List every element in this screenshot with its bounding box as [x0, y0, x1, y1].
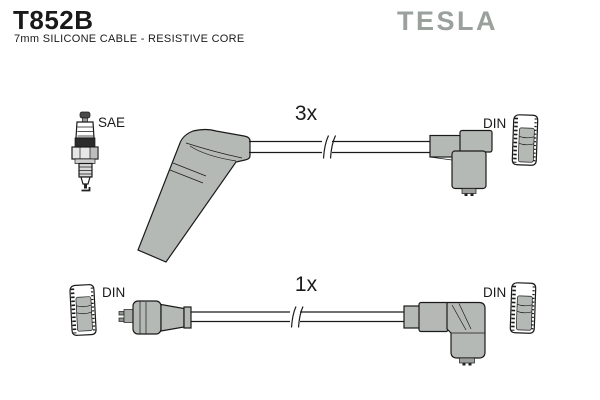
spark-plug-icon — [71, 111, 99, 192]
product-subtitle: 7mm SILICONE CABLE - RESISTIVE CORE — [14, 33, 245, 45]
din-terminal-icon-bottom-right — [509, 282, 537, 334]
din-label-bottom-left: DIN — [102, 285, 125, 300]
din-label-top: DIN — [483, 116, 506, 131]
din-label-bottom-right: DIN — [483, 285, 506, 300]
cable-bottom — [191, 306, 406, 328]
cable-break-icon — [290, 306, 304, 328]
elbow-boot-icon-top — [429, 129, 493, 196]
sae-label: SAE — [98, 115, 125, 130]
top-quantity-label: 3x — [295, 102, 318, 125]
bottom-quantity-label: 1x — [295, 273, 318, 296]
cable-break-icon — [322, 135, 337, 159]
part-number: T852B — [13, 5, 94, 35]
brand-logo: TESLA — [397, 6, 499, 36]
din-terminal-icon-bottom-left — [69, 284, 97, 336]
straight-boot-icon — [118, 300, 192, 335]
elbow-boot-icon-bottom — [403, 301, 486, 366]
din-terminal-icon-top — [511, 114, 539, 166]
cable-top — [249, 135, 431, 159]
angled-boot-icon — [137, 128, 251, 263]
